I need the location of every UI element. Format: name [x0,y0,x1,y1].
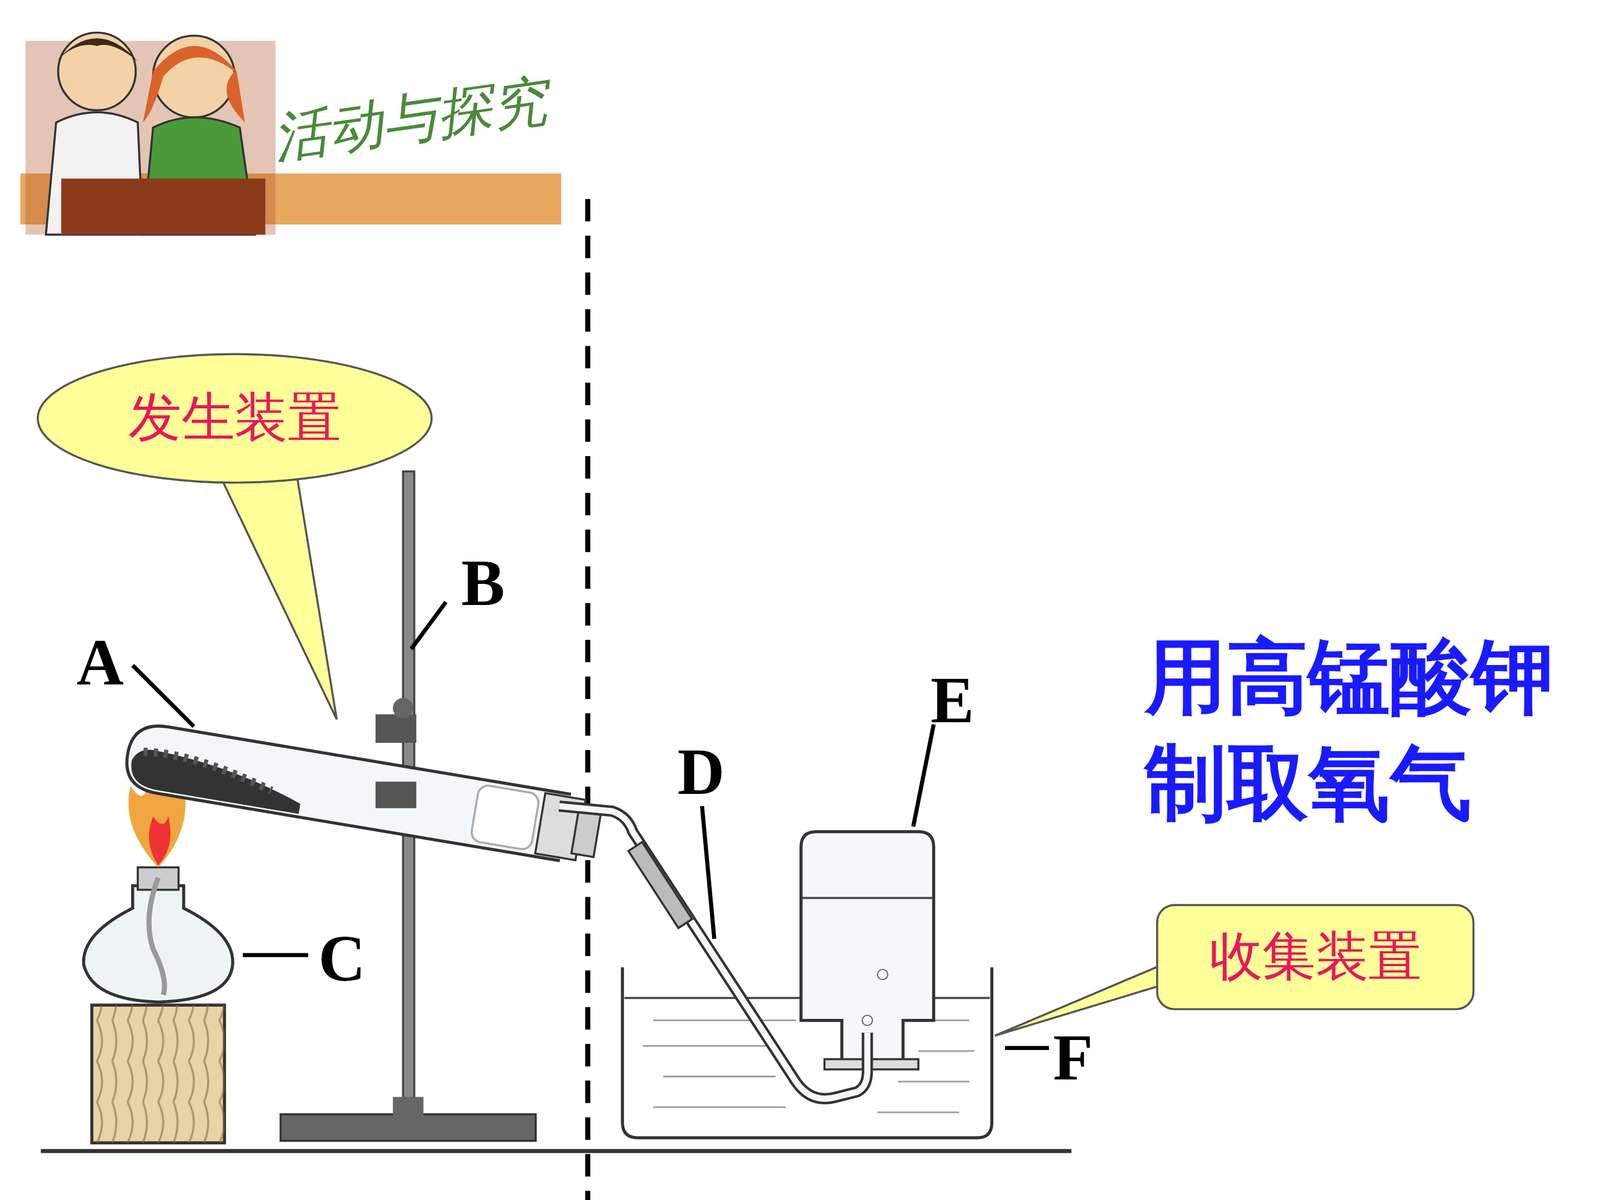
callout-text: 发生装置 [128,382,341,455]
logo-text: 活动与探究 [268,63,552,177]
part-letter: D [677,740,725,806]
title: 用高锰酸钾 制取氧气 [1145,624,1594,837]
callout-box: 收集装置 [1156,903,1475,1010]
part-letter: B [461,551,505,617]
callout-text: 收集装置 [1209,921,1422,994]
part-letter: F [1053,1025,1094,1092]
part-letter: A [76,630,124,697]
part-letter: E [930,668,974,734]
callout-bubble: 发生装置 [35,352,434,485]
part-letter: C [318,926,366,993]
logo [20,32,562,235]
